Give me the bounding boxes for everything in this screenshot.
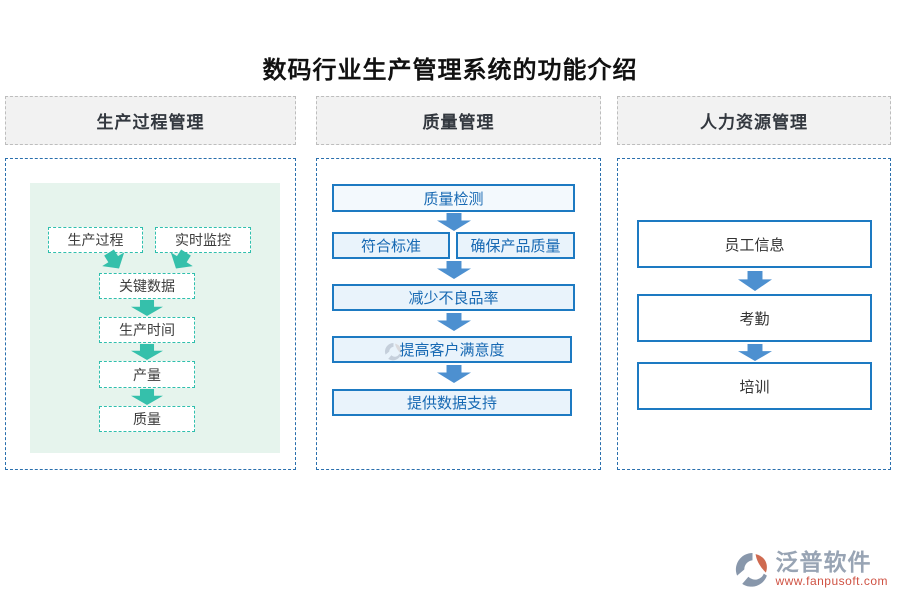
node-quality-inspection: 质量检测 [332,184,575,212]
node-ensure-product-quality: 确保产品质量 [456,232,575,259]
node-reduce-defect-rate: 减少不良品率 [332,284,575,311]
node-key-data: 关键数据 [99,273,195,299]
node-label: 提高客户满意度 [399,342,505,359]
node-employee-info: 员工信息 [637,220,872,268]
node-quality: 质量 [99,406,195,432]
node-output: 产量 [99,361,195,388]
node-attendance: 考勤 [637,294,872,342]
node-realtime-monitor: 实时监控 [155,227,251,253]
page-title: 数码行业生产管理系统的功能介绍 [262,58,638,84]
node-training: 培训 [637,362,872,410]
watermark-logo-icon [384,343,401,361]
brand-name: 泛普软件 [775,550,872,575]
column-header-hr: 人力资源管理 [617,96,891,145]
node-production-time: 生产时间 [99,317,195,343]
column-header-quality: 质量管理 [316,96,601,145]
node-production-process: 生产过程 [48,227,143,253]
node-meet-standards: 符合标准 [332,232,450,259]
fanpu-logo-icon [736,553,768,587]
column-header-production: 生产过程管理 [5,96,296,145]
node-provide-data-support: 提供数据支持 [332,389,572,416]
brand-url[interactable]: www.fanpusoft.com [775,574,888,588]
brand-footer: 泛普软件 www.fanpusoft.com [734,551,888,588]
node-improve-customer-satisfaction: 提高客户满意度 [332,336,572,363]
